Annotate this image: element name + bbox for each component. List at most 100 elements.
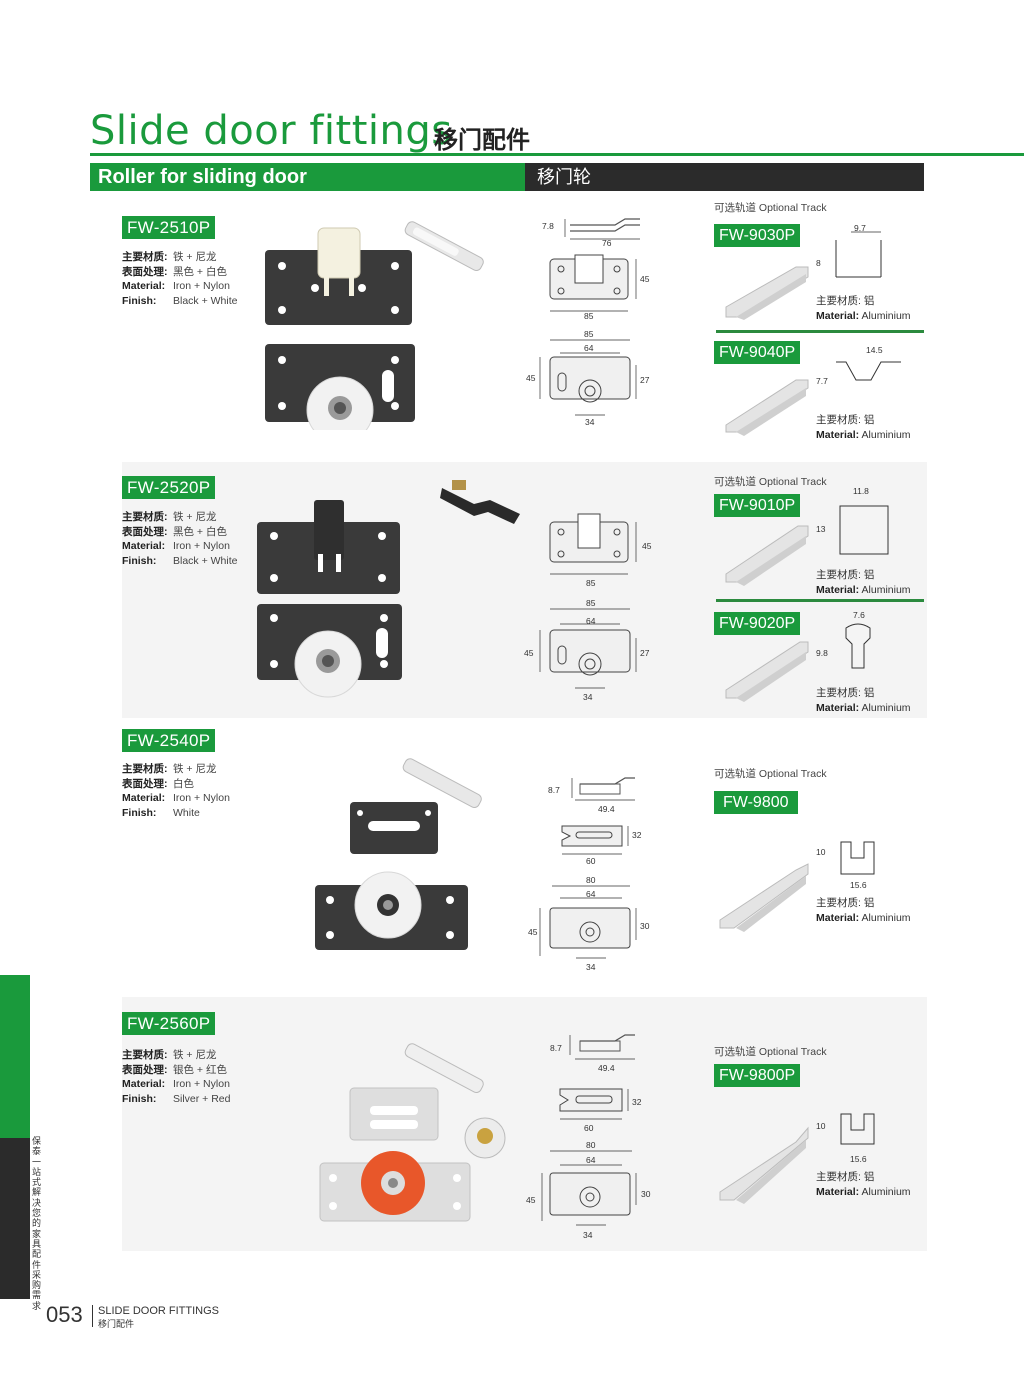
track-image: 10 15.6 [719, 1113, 875, 1204]
side-rail-dark [0, 1138, 30, 1299]
track-model: FW-9020P [714, 612, 801, 635]
dim-label: 34 [585, 417, 595, 427]
track-model: FW-9030P [714, 224, 801, 247]
footer-divider [92, 1305, 93, 1327]
adjust-key-icon [404, 221, 484, 272]
adjust-key-icon [402, 758, 482, 809]
dim-label: 85 [586, 578, 596, 588]
product-band-2560 [122, 997, 927, 1251]
track-divider [716, 330, 924, 333]
dim-label: 32 [632, 1097, 642, 1107]
page-title: Slide door fittings [90, 108, 453, 154]
dim-label: 32 [632, 830, 642, 840]
dim-label: 7.6 [853, 610, 865, 620]
dim-label: 9.7 [854, 223, 866, 233]
track-image: 11.8 13 [725, 486, 889, 586]
dim-label: 9.8 [816, 648, 828, 658]
dim-label: 45 [642, 541, 652, 551]
dim-label: 8.7 [550, 1043, 562, 1053]
track-spec: 主要材质: 铝 Material: Aluminium [816, 569, 911, 596]
track-spec: 主要材质: 铝 Material: Aluminium [816, 897, 911, 924]
dim-label: 85 [586, 598, 596, 608]
dim-label: 15.6 [850, 1154, 867, 1164]
track-spec: 主要材质: 铝 Material: Aluminium [816, 1171, 911, 1198]
technical-drawing: 7.8 76 45 85 85 64 45 27 34 [526, 218, 650, 427]
dim-label: 64 [586, 616, 596, 626]
roller-photo [319, 1043, 506, 1222]
dim-label: 64 [584, 343, 594, 353]
roller-photo [265, 221, 484, 430]
optional-track-label: 可选轨道 Optional Track [714, 768, 827, 780]
technical-drawing: 8.7 49.4 32 60 80 64 45 30 34 [526, 1034, 651, 1240]
dim-label: 7.8 [542, 221, 554, 231]
dim-label: 34 [586, 962, 596, 972]
dim-label: 80 [586, 1140, 596, 1150]
technical-drawing: 45 85 85 64 45 27 34 [524, 513, 652, 702]
product-specs: 主要材质:铁 + 尼龙 表面处理:银色 + 红色 Material:Iron +… [122, 1049, 231, 1105]
dim-label: 8 [816, 258, 821, 268]
track-image: 14.5 7.7 [725, 345, 901, 436]
dim-label: 14.5 [866, 345, 883, 355]
product-specs: 主要材质:铁 + 尼龙 表面处理:黑色 + 白色 Material:Iron +… [122, 251, 238, 307]
dim-label: 10 [816, 847, 826, 857]
dim-label: 45 [528, 927, 538, 937]
side-rail-green [0, 975, 30, 1138]
track-divider [716, 599, 924, 602]
dim-label: 13 [816, 524, 826, 534]
track-spec: 主要材质: 铝 Material: Aluminium [816, 295, 911, 322]
roller-photo [315, 758, 482, 950]
dim-label: 64 [586, 889, 596, 899]
dim-label: 45 [524, 648, 534, 658]
product-model: FW-2560P [122, 1012, 216, 1035]
dim-label: 60 [586, 856, 596, 866]
optional-track-label: 可选轨道 Optional Track [714, 476, 827, 488]
dim-label: 7.7 [816, 376, 828, 386]
dim-label: 8.7 [548, 785, 560, 795]
track-model: FW-9010P [714, 494, 801, 517]
track-model: FW-9040P [714, 341, 801, 364]
track-model: FW-9800P [714, 1064, 801, 1087]
optional-track-label: 可选轨道 Optional Track [714, 202, 827, 214]
footer-title: SLIDE DOOR FITTINGS [98, 1305, 220, 1317]
dim-label: 27 [640, 648, 650, 658]
side-rail-text: 保泰 一站式解决您的家具配件采购需求 [32, 1136, 42, 1311]
section-bar: Roller for sliding door 移门轮 [90, 163, 924, 191]
dim-label: 45 [640, 274, 650, 284]
dim-label: 15.6 [850, 880, 867, 890]
page-number: 053 [46, 1302, 83, 1327]
dim-label: 85 [584, 329, 594, 339]
optional-track-label: 可选轨道 Optional Track [714, 1046, 827, 1058]
track-spec: 主要材质: 铝 Material: Aluminium [816, 414, 911, 441]
track-spec: 主要材质: 铝 Material: Aluminium [816, 687, 911, 714]
track-image: 10 15.6 [719, 841, 875, 932]
product-model: FW-2540P [122, 729, 216, 752]
track-image: 7.6 9.8 [725, 610, 871, 702]
technical-drawing: 8.7 49.4 32 60 80 64 45 30 34 [528, 777, 650, 972]
dim-label: 60 [584, 1123, 594, 1133]
dim-label: 80 [586, 875, 596, 885]
section-title: Roller for sliding door [90, 163, 525, 191]
roller-photo [257, 480, 520, 698]
footer-title-cn: 移门配件 [98, 1319, 135, 1329]
dim-label: 64 [586, 1155, 596, 1165]
product-specs: 主要材质:铁 + 尼龙 表面处理:黑色 + 白色 Material:Iron +… [122, 511, 238, 567]
track-image: 9.7 8 [725, 223, 882, 320]
dim-label: 49.4 [598, 804, 615, 814]
dim-label: 45 [526, 1195, 536, 1205]
adjust-key-icon [440, 480, 520, 524]
adjust-key-icon [404, 1043, 484, 1094]
section-title-cn: 移门轮 [537, 167, 591, 187]
page-title-cn: 移门配件 [434, 126, 530, 154]
title-divider [90, 153, 1024, 156]
product-model: FW-2520P [122, 476, 216, 499]
dim-label: 34 [583, 1230, 593, 1240]
product-specs: 主要材质:铁 + 尼龙 表面处理:白色 Material:Iron + Nylo… [122, 763, 230, 819]
dim-label: 27 [640, 375, 650, 385]
track-model: FW-9800 [714, 791, 798, 814]
dim-label: 11.8 [853, 486, 869, 496]
dim-label: 85 [584, 311, 594, 321]
dim-label: 49.4 [598, 1063, 615, 1073]
dim-label: 30 [641, 1189, 651, 1199]
dim-label: 10 [816, 1121, 826, 1131]
dim-label: 45 [526, 373, 536, 383]
